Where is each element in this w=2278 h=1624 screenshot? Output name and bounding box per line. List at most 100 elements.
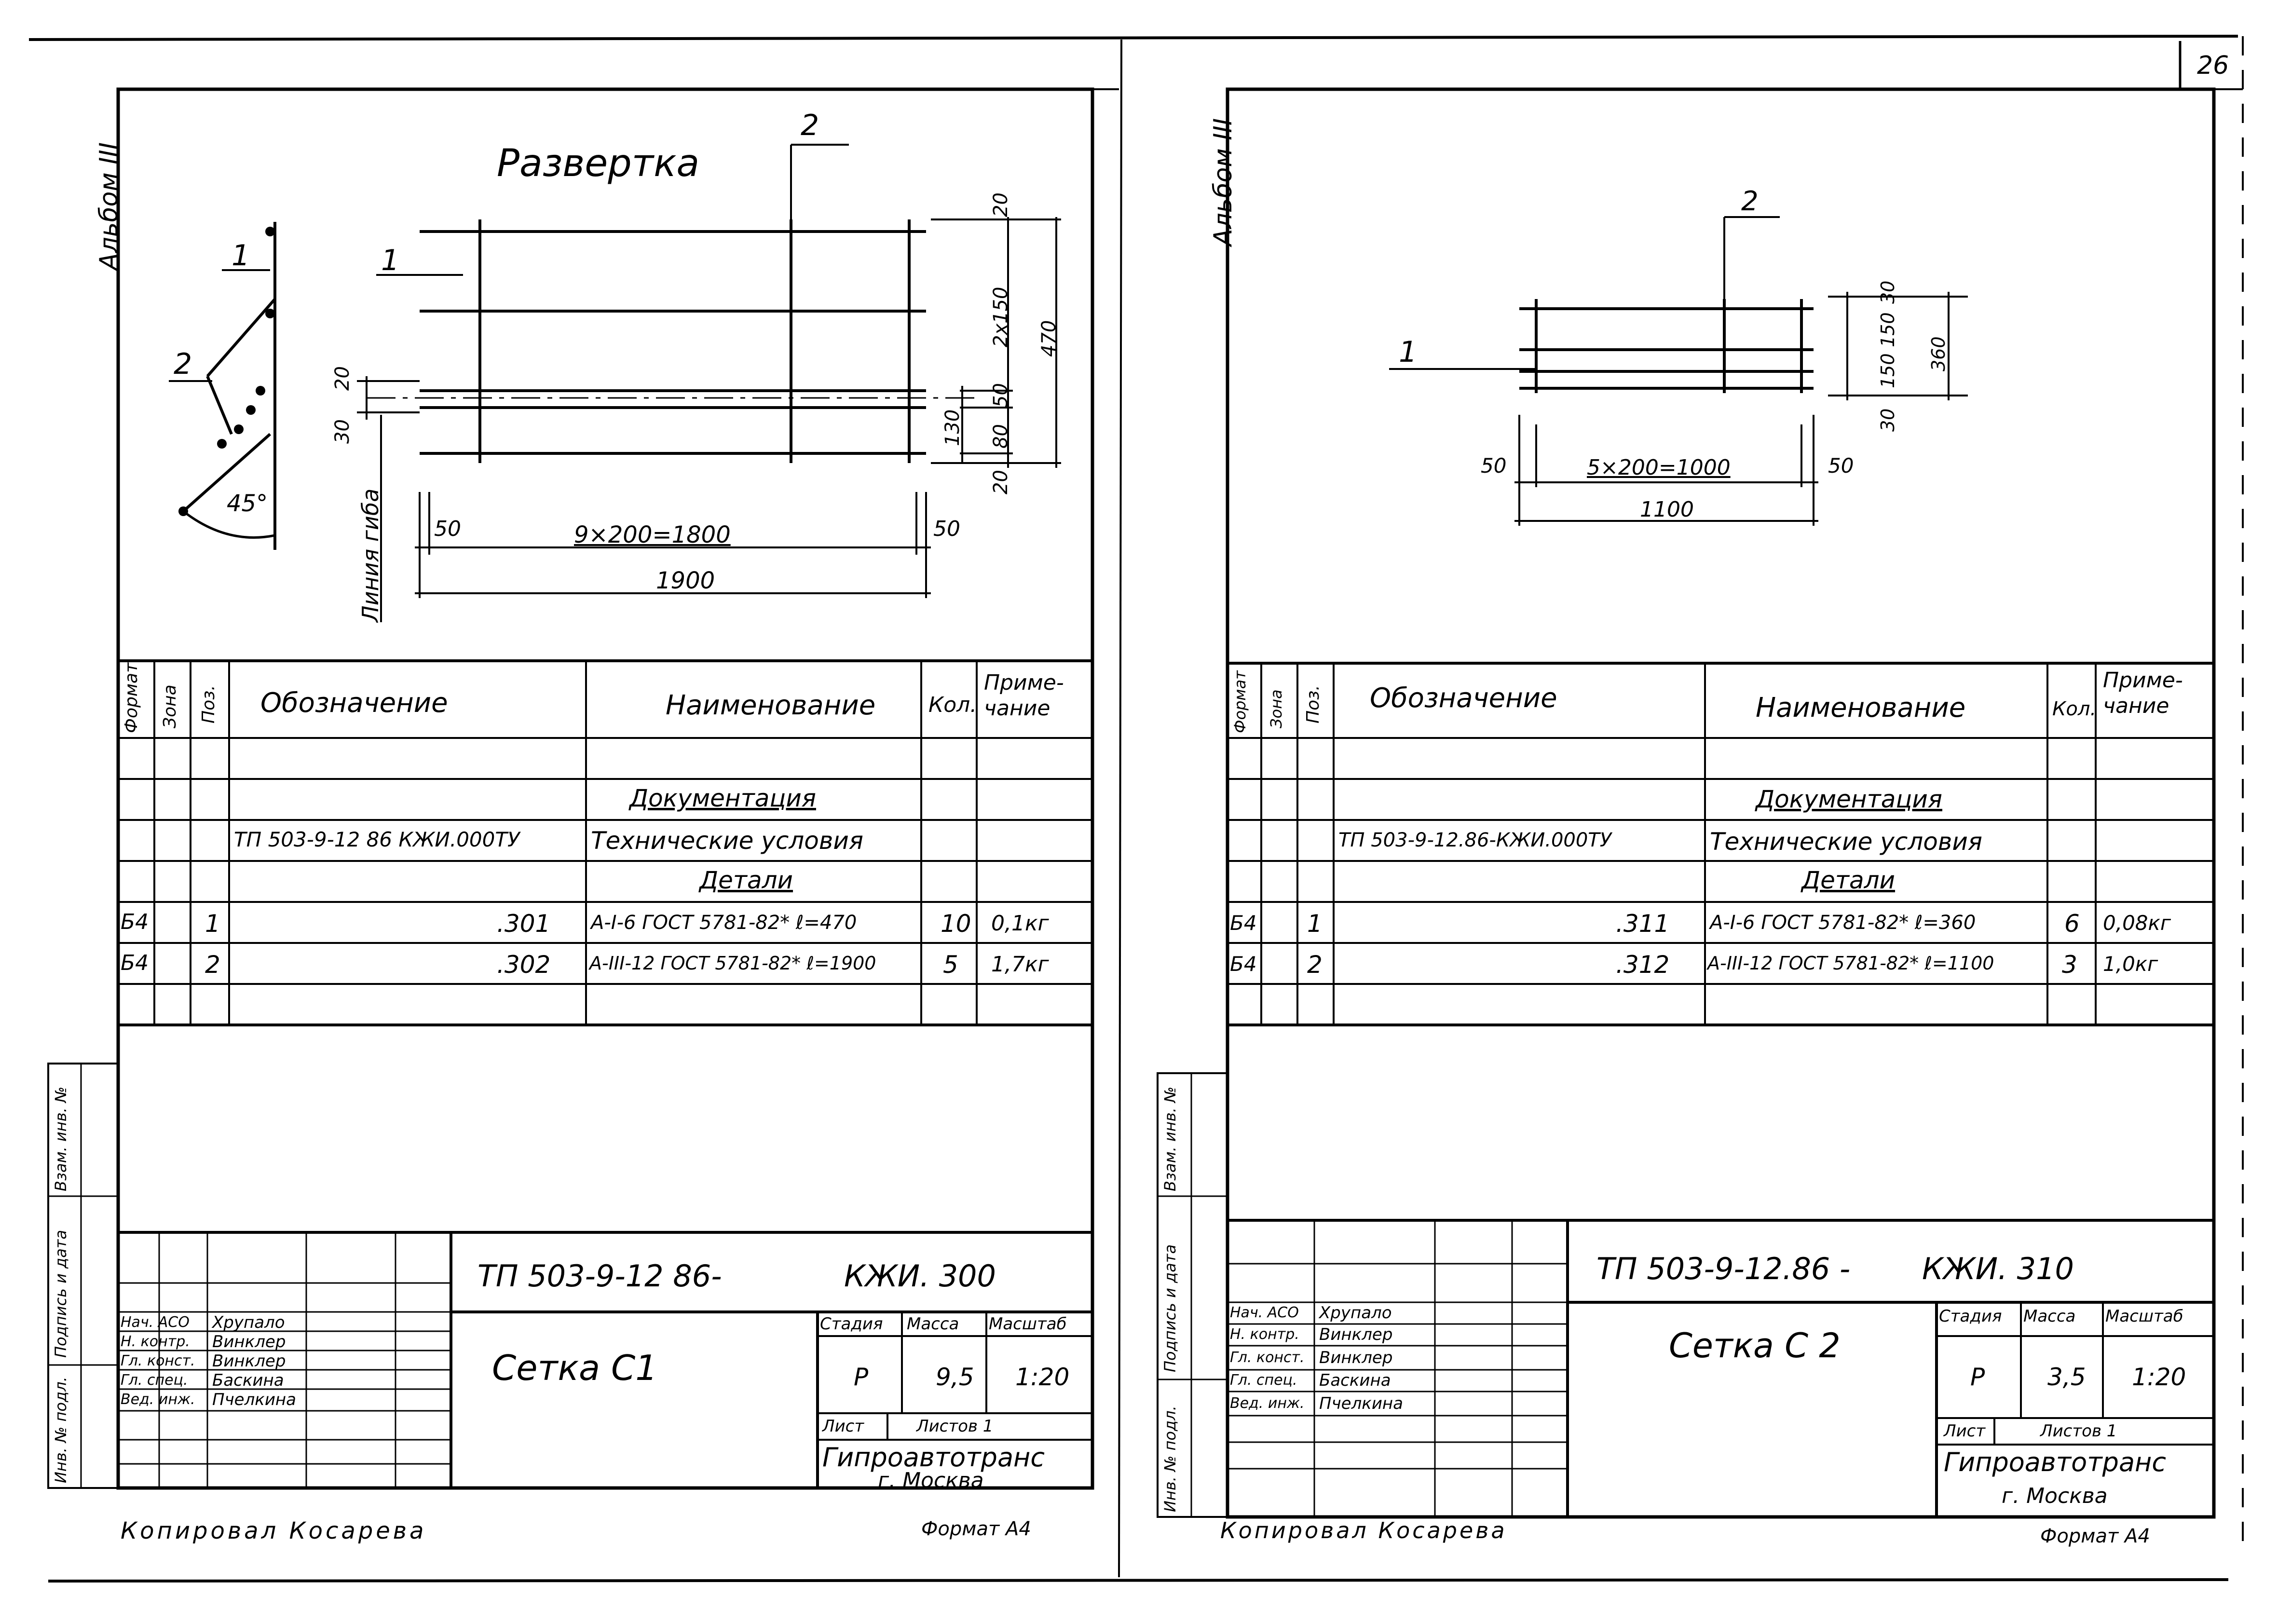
- right-row2-format: Б4: [1230, 952, 1257, 976]
- left-hdr-designation: Обозначение: [260, 687, 448, 719]
- left-copied: Копировал Косарева: [121, 1517, 427, 1544]
- left-person4-role: Гл. спец.: [121, 1372, 188, 1389]
- right-stamp-stage-label: Стадия: [1939, 1307, 2002, 1326]
- left-stamp-stage: Р: [854, 1363, 869, 1391]
- left-person3-name: Винклер: [212, 1351, 286, 1371]
- rdim-30-bottom: 30: [1877, 408, 1898, 432]
- dim-130: 130: [941, 409, 964, 446]
- sheet-divider: [1118, 39, 1122, 1578]
- top-rule: [28, 35, 2238, 41]
- right-section-docs: Документация: [1756, 785, 1942, 813]
- left-row2-qty: 5: [943, 951, 958, 979]
- left-stamp-scale: 1:20: [1015, 1363, 1070, 1391]
- right-row2-code: .312: [1616, 951, 1670, 979]
- right-person3-name: Винклер: [1319, 1348, 1393, 1367]
- left-stamp-mass-label: Масса: [907, 1314, 959, 1334]
- left-person2-role: Н. контр.: [121, 1333, 190, 1350]
- right-side-sign: Подпись и дата: [1161, 1244, 1179, 1372]
- right-stamp-docnum: ТП 503-9-12.86 -: [1596, 1251, 1851, 1286]
- left-row1-name: А-I-6 ГОСТ 5781-82* ℓ=470: [591, 912, 857, 934]
- left-side-sign: Подпись и дата: [52, 1229, 70, 1358]
- left-doc-code: ТП 503-9-12 86 КЖИ.000ТУ: [234, 828, 520, 851]
- left-stamp-sheet-label: Лист: [822, 1417, 864, 1436]
- left-frame: [116, 87, 1094, 1490]
- right-person3-role: Гл. конст.: [1230, 1349, 1305, 1366]
- rdim-360: 360: [1928, 336, 1949, 371]
- left-doc-name: Технические условия: [591, 827, 863, 855]
- left-person5-role: Вед. инж.: [121, 1391, 195, 1408]
- dim-left-30: 30: [331, 419, 354, 444]
- right-hdr-qty: Кол.: [2052, 698, 2097, 720]
- dim-50: 50: [990, 383, 1012, 408]
- left-stamp-city: г. Москва: [878, 1468, 984, 1493]
- left-person3-role: Гл. конст.: [121, 1352, 195, 1369]
- right-pos2: 2: [1741, 186, 1759, 217]
- right-row1-qty: 6: [2064, 910, 2080, 938]
- right-stamp-code: КЖИ. 310: [1922, 1251, 2074, 1286]
- left-stamp-org: Гипроавтотранс: [822, 1442, 1045, 1473]
- right-section-parts: Детали: [1801, 866, 1896, 894]
- dim-bottom-20: 20: [990, 470, 1012, 494]
- left-hdr-name: Наименование: [666, 690, 876, 721]
- right-hdr-note: Приме-чание: [2103, 668, 2183, 718]
- right-side-replace: Взам. инв. №: [1161, 1086, 1179, 1191]
- left-stamp-name: Сетка С1: [492, 1348, 658, 1388]
- left-profile-pos1: 1: [232, 239, 250, 273]
- right-person4-role: Гл. спец.: [1230, 1372, 1297, 1389]
- left-format: Формат А4: [921, 1518, 1031, 1540]
- left-profile-pos2: 2: [174, 347, 192, 381]
- left-row1-pos: 1: [205, 910, 220, 938]
- left-row2-pos: 2: [205, 951, 220, 979]
- right-row1-name: А-I-6 ГОСТ 5781-82* ℓ=360: [1710, 912, 1976, 934]
- left-row1-note: 0,1кг: [991, 911, 1049, 936]
- right-person4-name: Баскина: [1319, 1371, 1391, 1390]
- rdim-span-1000: 5×200=1000: [1587, 455, 1731, 480]
- rdim-right-50: 50: [1828, 454, 1854, 478]
- left-stamp-code: КЖИ. 300: [844, 1258, 996, 1294]
- right-row2-note: 1,0кг: [2103, 952, 2158, 976]
- left-person1-role: Нач. АСО: [121, 1314, 190, 1331]
- left-drawing-title: Развертка: [497, 142, 700, 185]
- right-row1-code: .311: [1616, 910, 1670, 938]
- right-stamp-city: г. Москва: [2002, 1484, 2108, 1508]
- left-hdr-note: Приме-чание: [984, 670, 1064, 721]
- right-row1-format: Б4: [1230, 911, 1257, 935]
- left-row1-qty: 10: [941, 910, 971, 938]
- left-side-inv: Инв. № подл.: [52, 1377, 70, 1483]
- left-hdr-pos: Поз.: [199, 685, 218, 723]
- left-side-replace: Взам. инв. №: [52, 1086, 70, 1191]
- right-person1-role: Нач. АСО: [1230, 1304, 1299, 1321]
- left-person1-name: Хрупало: [212, 1313, 285, 1332]
- left-row2-note: 1,7кг: [991, 952, 1049, 977]
- left-row2-code: .302: [497, 951, 551, 979]
- left-person2-name: Винклер: [212, 1332, 286, 1351]
- right-stamp-scale-label: Масштаб: [2105, 1307, 2183, 1326]
- right-hdr-format: Формат: [1231, 670, 1249, 733]
- dim-2x150: 2x150: [990, 287, 1012, 347]
- left-row1-format: Б4: [121, 910, 149, 934]
- left-bend-line: Линия гиба: [357, 488, 383, 622]
- dim-1900: 1900: [656, 567, 715, 594]
- right-pos1: 1: [1399, 335, 1418, 369]
- dim-470: 470: [1038, 320, 1060, 357]
- right-person1-name: Хрупало: [1319, 1303, 1392, 1323]
- left-row1-code: .301: [497, 910, 551, 938]
- rdim-1100: 1100: [1640, 497, 1694, 522]
- right-stamp-org: Гипроавтотранс: [1944, 1447, 2167, 1477]
- dim-span-1800: 9×200=1800: [574, 521, 731, 548]
- right-stamp-scale: 1:20: [2132, 1363, 2186, 1391]
- rdim-30-top: 30: [1877, 280, 1898, 304]
- dim-left-50: 50: [434, 517, 461, 541]
- left-section-parts: Детали: [699, 866, 793, 894]
- left-person5-name: Пчелкина: [212, 1390, 297, 1409]
- page-number: 26: [2197, 51, 2229, 80]
- right-hdr-pos: Поз.: [1303, 685, 1323, 723]
- left-stamp-docnum: ТП 503-9-12 86-: [477, 1258, 722, 1294]
- left-stamp-mass: 9,5: [936, 1363, 974, 1391]
- right-person5-role: Вед. инж.: [1230, 1395, 1305, 1412]
- left-person4-name: Баскина: [212, 1371, 284, 1390]
- right-row1-pos: 1: [1307, 910, 1323, 938]
- left-stamp-scale-label: Масштаб: [989, 1314, 1067, 1334]
- right-hdr-name: Наименование: [1756, 692, 1966, 723]
